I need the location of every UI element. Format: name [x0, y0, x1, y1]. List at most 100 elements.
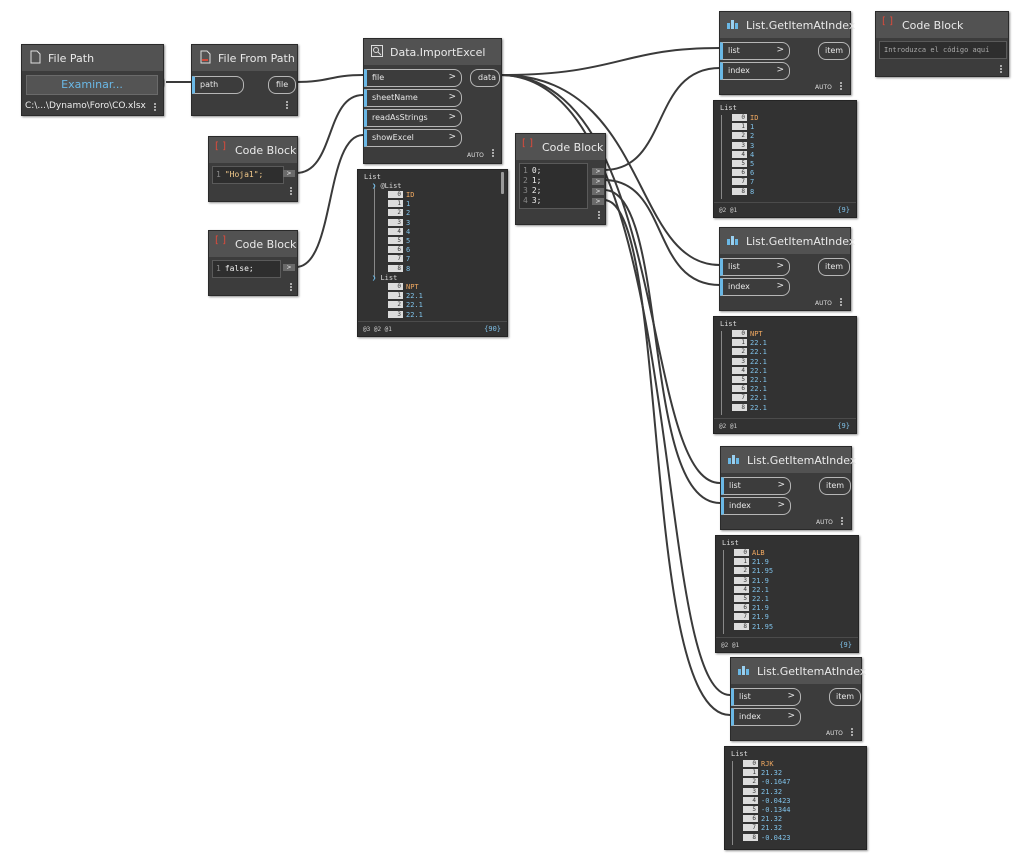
showexcel-input-port[interactable]: showExcel>: [364, 129, 462, 147]
code-output-port-3[interactable]: >: [592, 188, 604, 195]
code-block-empty-node[interactable]: [ ] Code Block Introduzca el código aquí: [875, 11, 1009, 77]
list-input-port[interactable]: list>: [731, 688, 801, 706]
list-item[interactable]: 5-0.1344: [743, 806, 791, 815]
index-input-port[interactable]: index>: [720, 62, 790, 80]
item-output-port[interactable]: item: [818, 42, 850, 60]
list-item[interactable]: ❯ @List: [372, 182, 402, 191]
more-icon[interactable]: [290, 187, 293, 196]
lacing-label[interactable]: AUTO: [816, 519, 833, 526]
more-icon[interactable]: [598, 211, 601, 220]
lacing-label[interactable]: AUTO: [815, 84, 832, 91]
readasstrings-input-port[interactable]: readAsStrings>: [364, 109, 462, 127]
more-icon[interactable]: [286, 101, 289, 110]
path-input-port[interactable]: path: [192, 76, 244, 94]
file-path-node[interactable]: File Path Examinar... C:\...\Dynamo\Foro…: [21, 44, 164, 116]
index-input-port[interactable]: index>: [720, 278, 790, 296]
code-editor[interactable]: Introduzca el código aquí: [879, 41, 1007, 59]
collapse-chevron-icon[interactable]: ❯: [372, 274, 381, 282]
more-icon[interactable]: [290, 283, 293, 292]
code-output-port-4[interactable]: >: [592, 198, 604, 205]
node-header[interactable]: [ ] Code Block: [516, 134, 605, 160]
lacing-label[interactable]: AUTO: [815, 300, 832, 307]
more-icon[interactable]: [154, 103, 157, 112]
item-output-port[interactable]: item: [819, 477, 851, 495]
index-input-port[interactable]: index>: [731, 708, 801, 726]
lacing-label[interactable]: AUTO: [467, 152, 484, 159]
more-icon[interactable]: [840, 82, 843, 91]
node-header[interactable]: List.GetItemAtIndex: [721, 447, 856, 473]
code-output-port-1[interactable]: >: [592, 168, 604, 175]
list-item[interactable]: ❯ List: [372, 274, 397, 283]
node-header[interactable]: [ ] Code Block: [209, 231, 297, 257]
node-header[interactable]: List.GetItemAtIndex: [720, 228, 855, 254]
code-block-sheet-node[interactable]: [ ] Code Block 1"Hoja1"; >: [208, 136, 298, 202]
file-from-path-node[interactable]: File From Path path file: [191, 44, 298, 116]
code-output-port[interactable]: >: [283, 170, 295, 177]
code-editor[interactable]: 1"Hoja1";: [212, 166, 284, 184]
more-icon[interactable]: [841, 517, 844, 526]
node-header[interactable]: [ ] Code Block: [209, 137, 297, 163]
list-input-port[interactable]: list>: [720, 258, 790, 276]
code-output-port-2[interactable]: >: [592, 178, 604, 185]
node-header[interactable]: File Path: [22, 45, 163, 71]
more-icon[interactable]: [851, 728, 854, 737]
browse-button[interactable]: Examinar...: [26, 75, 158, 95]
more-icon[interactable]: [840, 298, 843, 307]
preview-scrollbar[interactable]: [501, 172, 504, 194]
node-header[interactable]: List.GetItemAtIndex: [720, 12, 855, 38]
list-item[interactable]: 2-0.1647: [743, 778, 791, 787]
list-input-port[interactable]: list>: [720, 42, 790, 60]
node-header[interactable]: Data.ImportExcel: [364, 39, 501, 65]
item-output-port[interactable]: item: [829, 688, 861, 706]
list-item[interactable]: 8-0.0423: [743, 833, 791, 843]
item-output-port[interactable]: item: [818, 258, 850, 276]
more-icon[interactable]: [492, 149, 495, 158]
node-header[interactable]: File From Path: [192, 45, 297, 71]
